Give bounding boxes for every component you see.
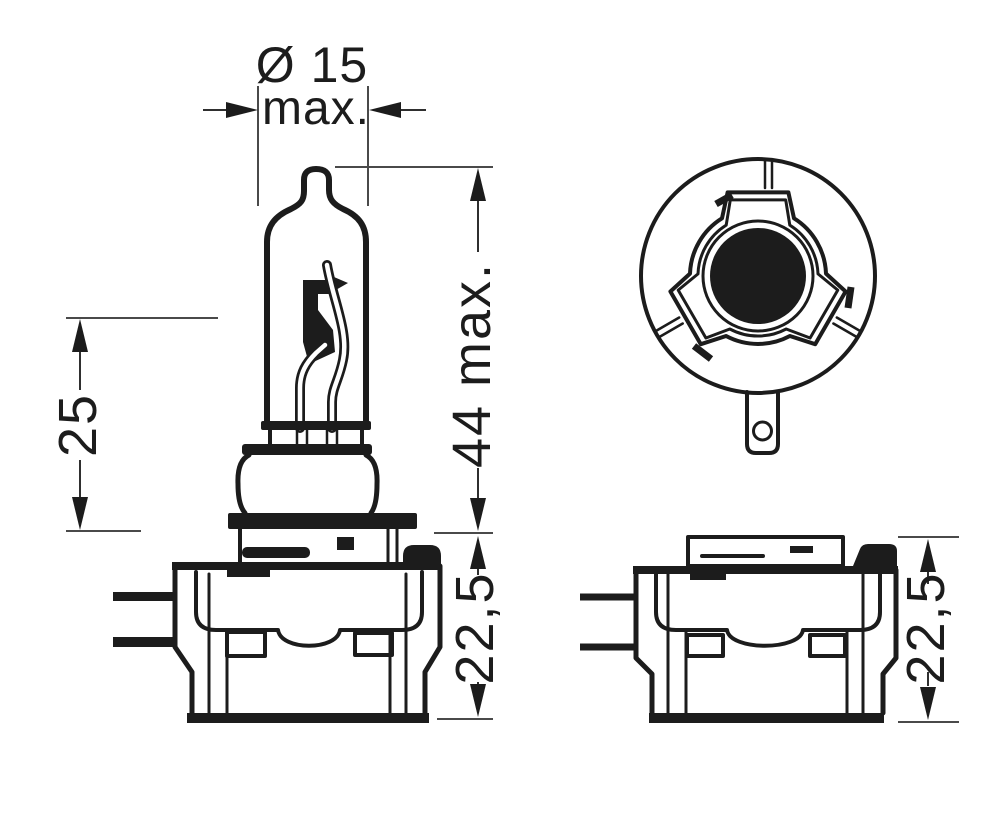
base-top-view [639, 157, 877, 455]
socket-cavity [194, 570, 424, 648]
lock-tick-marks [691, 191, 855, 362]
dimension-light-center: 25 [48, 317, 218, 532]
arrowhead-left [226, 102, 258, 118]
key-plate-dash [790, 546, 813, 553]
overall-length-label: 44 max. [442, 262, 502, 468]
base-skirt [235, 452, 380, 516]
trefoil-key-inner [676, 198, 840, 340]
dimension-diameter: Ø 15 max. [203, 37, 426, 206]
arrowhead-right [369, 102, 401, 118]
terminal-tab-front [580, 593, 637, 651]
connector-body [113, 562, 443, 723]
arrowhead-up [470, 536, 486, 569]
arrowhead-down [470, 498, 486, 531]
glass-envelope [264, 166, 369, 427]
socket-cavity-front [654, 572, 882, 648]
slot-right-front [808, 633, 847, 658]
arrowhead-up [920, 539, 936, 572]
base-height-side-label: 22,5 [445, 571, 505, 684]
dimension-overall-length: 44 max. [335, 166, 502, 534]
connector-bottom-bar [187, 713, 429, 723]
arrowhead-down [920, 687, 936, 720]
reference-tab [745, 390, 780, 455]
socket-slot-left [225, 630, 267, 658]
socket-slot-right [353, 631, 394, 657]
key-plate [686, 535, 845, 568]
connector-top-bar [172, 562, 441, 570]
base-front-view [580, 535, 899, 723]
arrowhead-up [72, 319, 88, 352]
terminal-tab [113, 592, 177, 647]
slot-left-front [685, 633, 725, 658]
arrowhead-down [72, 497, 88, 530]
pinch-neck [268, 428, 364, 446]
dimension-base-height-side: 22,5 [437, 536, 505, 720]
base-height-front-label: 22,5 [896, 571, 956, 684]
base-cap-bar [242, 444, 372, 455]
flange-outer-circle [639, 157, 877, 395]
filament-tab [334, 277, 348, 291]
body-top-bar [633, 566, 898, 574]
tab-hole [752, 420, 773, 442]
collar-black-bar [242, 547, 310, 558]
collar-corner-block [403, 545, 441, 566]
center-bore-ring [701, 219, 815, 333]
bulb-glass-section [710, 228, 806, 324]
arrowhead-down [470, 684, 486, 717]
seating-flange [228, 513, 417, 529]
bulb-side-view [113, 166, 443, 723]
light-center-label: 25 [48, 393, 108, 457]
diameter-qualifier-label: max. [262, 82, 370, 135]
radial-lines [653, 158, 863, 339]
diameter-value-label: Ø 15 [256, 37, 368, 93]
trefoil-key-outer [668, 190, 848, 347]
key-wedge [853, 544, 897, 566]
collar-midsection [238, 527, 441, 566]
lead-wires [295, 260, 350, 433]
glass-pinch-bar [261, 421, 371, 430]
connector-left-ledge [227, 570, 270, 577]
body-left-ledge [690, 574, 726, 580]
collar-black-square [337, 537, 354, 550]
dimension-base-height-front: 22,5 [896, 536, 959, 723]
body-bottom-bar [649, 713, 884, 723]
arrowhead-up [470, 168, 486, 201]
